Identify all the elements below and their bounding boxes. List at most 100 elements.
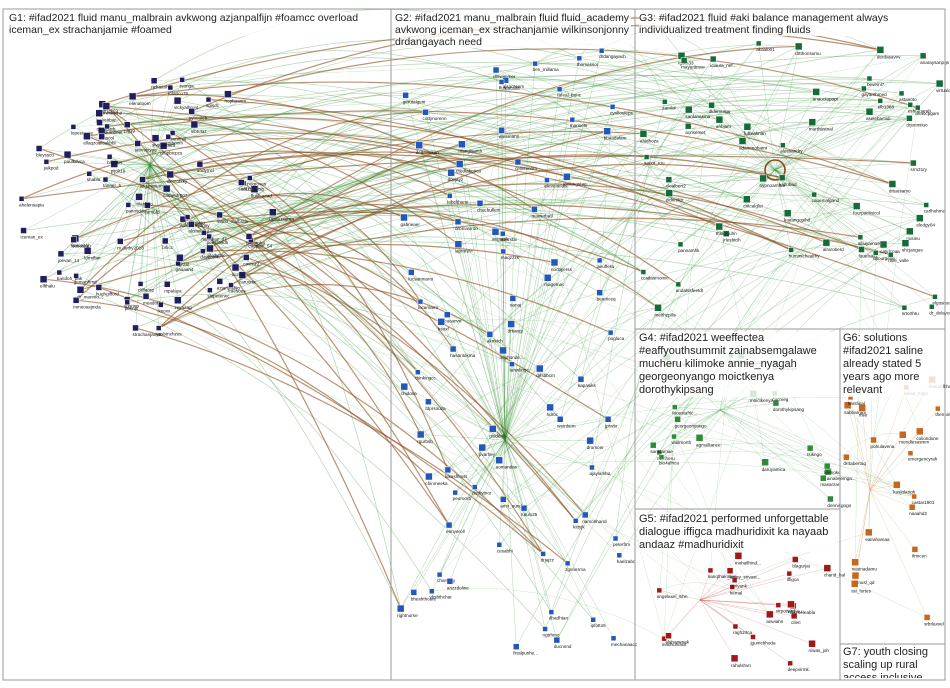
node-label: zeyaaag: [174, 305, 192, 310]
node-avatar: [200, 248, 206, 254]
spoke-edge: [106, 106, 151, 166]
spoke-edge: [659, 590, 701, 601]
node-avatar: [70, 236, 77, 243]
node-avatar: [56, 269, 63, 276]
spoke-edge: [149, 163, 200, 166]
node-label: nocbyerss: [551, 267, 573, 272]
spoke-edge: [502, 233, 506, 441]
edge: [163, 145, 600, 293]
node-label: maewrbatl: [531, 213, 552, 218]
edge: [89, 173, 847, 458]
node-label: cliffaorp: [138, 287, 154, 292]
node-label: sgisdc: [206, 103, 220, 108]
spoke-edge: [499, 439, 506, 545]
spoke-edge: [504, 262, 555, 441]
node-avatar: [643, 154, 650, 160]
spoke-edge: [669, 169, 776, 194]
node-avatar: [458, 140, 466, 148]
edge: [505, 79, 927, 206]
node-avatar: [888, 180, 897, 188]
edge: [235, 267, 568, 564]
spoke-edge: [101, 130, 151, 166]
node-avatar: [250, 185, 259, 193]
node-avatar: [603, 127, 611, 135]
edge: [191, 111, 582, 380]
spoke-edge: [719, 409, 766, 463]
node-label: amir_ound: [500, 503, 522, 508]
node-label: celinhinom: [515, 166, 537, 171]
node-label: hopfantom: [224, 99, 246, 104]
spoke-edge: [504, 89, 560, 441]
node-avatar: [63, 150, 72, 159]
spoke-edge: [699, 580, 735, 601]
node-label: jaikpod: [43, 165, 59, 170]
spoke-edge: [504, 439, 576, 521]
node-label: dumbeet: [105, 130, 124, 135]
spoke-edge: [441, 321, 506, 441]
spoke-edge: [149, 164, 236, 268]
spoke-edge: [89, 164, 151, 174]
edge: [575, 46, 799, 521]
edge: [187, 154, 914, 218]
spoke-edge: [774, 91, 817, 171]
node-avatar: [106, 153, 113, 160]
node-label: ajtourgeon: [873, 256, 895, 261]
node-avatar: [165, 134, 172, 140]
edge: [208, 99, 720, 228]
spoke-edge: [413, 439, 506, 593]
node-label: peuroorb: [453, 496, 472, 501]
spoke-edge: [135, 164, 151, 328]
spoke-edge: [699, 555, 739, 601]
edge: [559, 88, 792, 251]
edge: [668, 179, 829, 472]
spoke-edge: [126, 164, 151, 300]
node-avatar: [761, 458, 769, 467]
node-avatar: [858, 404, 866, 412]
node-label: namonhand: [582, 519, 607, 524]
spoke-edge: [149, 164, 179, 264]
node-label: dhadhtan: [549, 616, 569, 621]
node-avatar: [415, 369, 421, 375]
node-label: ccatlasmomic: [641, 276, 670, 281]
node-avatar: [851, 571, 860, 580]
spoke-edge: [774, 46, 799, 171]
node-avatar: [783, 209, 792, 217]
edge: [137, 143, 915, 497]
node-label: iceman_ex: [21, 235, 44, 240]
node-label: coliondune: [916, 436, 939, 441]
edge: [170, 153, 792, 251]
edge: [235, 217, 861, 269]
node-avatar: [923, 614, 931, 621]
node-avatar: [865, 107, 874, 116]
node-label: castar1901: [912, 500, 935, 505]
spoke-edge: [869, 489, 916, 550]
node-avatar: [786, 570, 793, 577]
spoke-edge: [504, 63, 536, 441]
node-avatar: [743, 122, 752, 131]
edge: [599, 106, 613, 293]
node-label: docjayz: [448, 177, 464, 182]
spoke-edge: [699, 599, 791, 664]
node-avatar: [851, 580, 859, 588]
spoke-edge: [495, 231, 506, 441]
edge: [250, 210, 659, 309]
spoke-edge: [461, 144, 506, 441]
node-label: ammeleabla: [790, 610, 815, 615]
node-label: rolanco76: [168, 91, 189, 96]
spoke-edge: [149, 164, 168, 285]
node-avatar: [39, 275, 48, 283]
node-label: hemal: [730, 590, 743, 595]
spoke-edge: [774, 169, 905, 308]
edge: [227, 48, 918, 109]
spoke-edge: [699, 570, 731, 601]
spoke-edge: [149, 164, 181, 258]
node-avatar: [447, 193, 453, 199]
node-label: virtualchoc: [936, 88, 950, 93]
node-label: wiesmann: [499, 134, 520, 139]
spoke-edge: [149, 79, 183, 166]
spoke-edge: [149, 164, 167, 189]
node-label: dromaviron: [455, 226, 478, 231]
spoke-edge: [774, 49, 881, 171]
node-avatar: [83, 132, 91, 140]
node-label: virpozerd: [776, 609, 795, 614]
